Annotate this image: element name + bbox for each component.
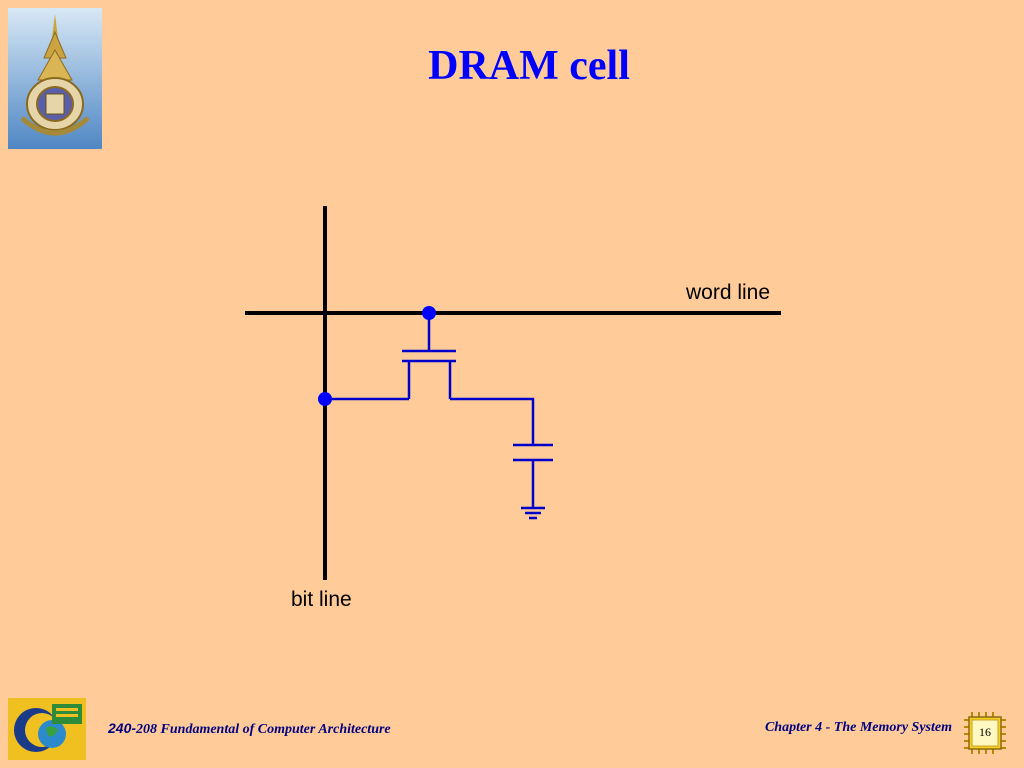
footer-course-number: 240-: [108, 720, 137, 736]
footer-course-title: 208 Fundamental of Computer Architecture: [136, 722, 391, 737]
slide-title: DRAM cell: [428, 43, 630, 89]
bit-line-junction-dot: [318, 392, 332, 406]
word-line-junction-dot: [422, 306, 436, 320]
word-line-label: word line: [686, 281, 771, 304]
page-number: 16: [979, 725, 991, 739]
chip-icon: [964, 712, 1006, 754]
university-emblem-logo: [8, 8, 102, 149]
bit-line-label: bit line: [291, 588, 352, 611]
footer-course: 240-208 Fundamental of Computer Architec…: [108, 720, 391, 738]
drain-wire: [450, 397, 535, 445]
footer-chapter: Chapter 4 - The Memory System: [764, 720, 952, 735]
department-logo: [8, 698, 86, 760]
ground-icon: [521, 506, 545, 520]
